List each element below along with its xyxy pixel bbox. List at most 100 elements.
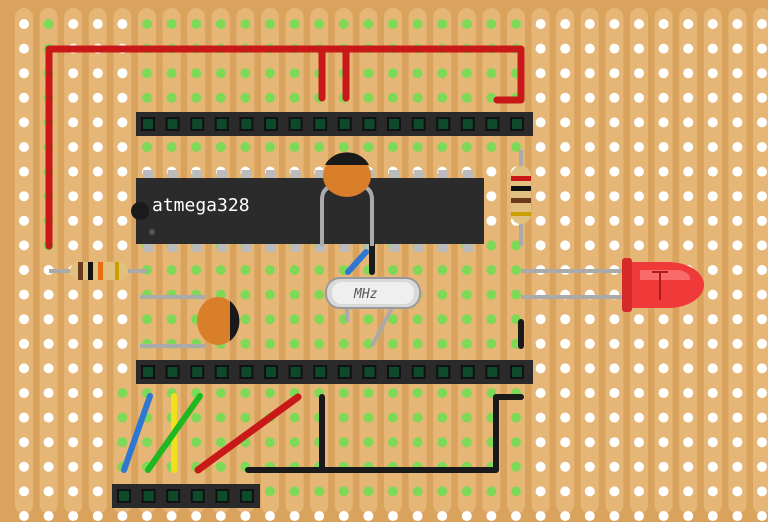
board-hole — [634, 314, 644, 325]
board-hole — [461, 486, 472, 497]
board-hole — [658, 68, 669, 79]
header-pin — [165, 365, 180, 379]
board-hole — [92, 486, 103, 497]
board-hole — [117, 511, 128, 521]
board-hole — [560, 338, 571, 349]
board-hole — [412, 92, 423, 103]
board-hole — [486, 68, 497, 79]
copper-strip — [605, 8, 624, 514]
board-hole — [461, 289, 472, 300]
board-hole — [117, 215, 128, 226]
board-hole — [732, 461, 743, 472]
board-hole — [658, 388, 669, 398]
board-hole — [19, 363, 29, 374]
board-hole — [117, 191, 128, 202]
green-wire — [145, 393, 203, 473]
board-hole — [117, 166, 128, 177]
board-hole — [609, 19, 620, 29]
board-hole — [732, 437, 743, 448]
board-hole — [634, 461, 644, 472]
header-pin — [411, 117, 426, 131]
board-hole — [609, 388, 620, 398]
board-hole — [535, 19, 546, 29]
board-hole — [265, 338, 275, 349]
board-hole — [560, 215, 571, 226]
board-hole — [609, 486, 620, 497]
board-hole — [634, 43, 644, 54]
board-hole — [388, 511, 398, 521]
board-hole — [560, 240, 571, 251]
board-hole — [68, 412, 79, 423]
board-hole — [412, 142, 423, 152]
board-hole — [166, 68, 177, 79]
header-pin — [288, 365, 303, 379]
board-hole — [19, 486, 29, 497]
board-hole — [68, 338, 79, 349]
header-bottom — [136, 360, 533, 384]
board-hole — [634, 486, 644, 497]
header-pin — [510, 365, 524, 379]
board-hole — [461, 68, 472, 79]
board-hole — [658, 461, 669, 472]
board-hole — [388, 388, 398, 398]
board-hole — [560, 142, 571, 152]
board-hole — [584, 314, 595, 325]
board-hole — [634, 68, 644, 79]
board-hole — [757, 437, 767, 448]
board-hole — [584, 363, 595, 374]
board-hole — [683, 43, 694, 54]
capacitor-top — [320, 152, 374, 246]
board-hole — [486, 314, 497, 325]
board-hole — [535, 240, 546, 251]
board-hole — [43, 511, 54, 521]
copper-strip — [753, 8, 768, 514]
copper-strip — [728, 8, 747, 514]
board-hole — [609, 338, 620, 349]
copper-strip — [531, 8, 550, 514]
board-hole — [560, 437, 571, 448]
board-hole — [683, 68, 694, 79]
header-pin — [288, 117, 303, 131]
board-hole — [535, 338, 546, 349]
board-hole — [609, 437, 620, 448]
board-hole — [92, 511, 103, 521]
board-hole — [68, 92, 79, 103]
board-hole — [584, 338, 595, 349]
board-hole — [486, 240, 497, 251]
board-hole — [683, 314, 694, 325]
board-hole — [658, 363, 669, 374]
board-hole — [388, 412, 398, 423]
pin1-dot — [149, 229, 155, 235]
board-hole — [289, 68, 300, 79]
board-hole — [215, 461, 226, 472]
header-pin — [190, 489, 205, 503]
board-hole — [437, 142, 448, 152]
board-hole — [215, 19, 226, 29]
chip-pin — [315, 170, 326, 178]
board-hole — [461, 388, 472, 398]
board-hole — [584, 43, 595, 54]
board-hole — [240, 265, 251, 275]
board-hole — [707, 215, 718, 226]
board-hole — [92, 191, 103, 202]
board-hole — [683, 363, 694, 374]
board-hole — [265, 142, 275, 152]
board-hole — [732, 412, 743, 423]
board-hole — [92, 314, 103, 325]
board-hole — [683, 486, 694, 497]
header-pin — [337, 365, 352, 379]
board-hole — [658, 92, 669, 103]
header-pin — [141, 489, 156, 503]
board-hole — [68, 117, 79, 128]
chip-pin — [266, 170, 276, 178]
header-pin — [214, 117, 229, 131]
header-pin — [141, 117, 155, 131]
board-hole — [732, 363, 743, 374]
board-hole — [560, 19, 571, 29]
board-hole — [535, 215, 546, 226]
board-hole — [634, 388, 644, 398]
board-hole — [265, 486, 275, 497]
board-hole — [707, 19, 718, 29]
board-hole — [117, 437, 128, 448]
board-hole — [19, 388, 29, 398]
